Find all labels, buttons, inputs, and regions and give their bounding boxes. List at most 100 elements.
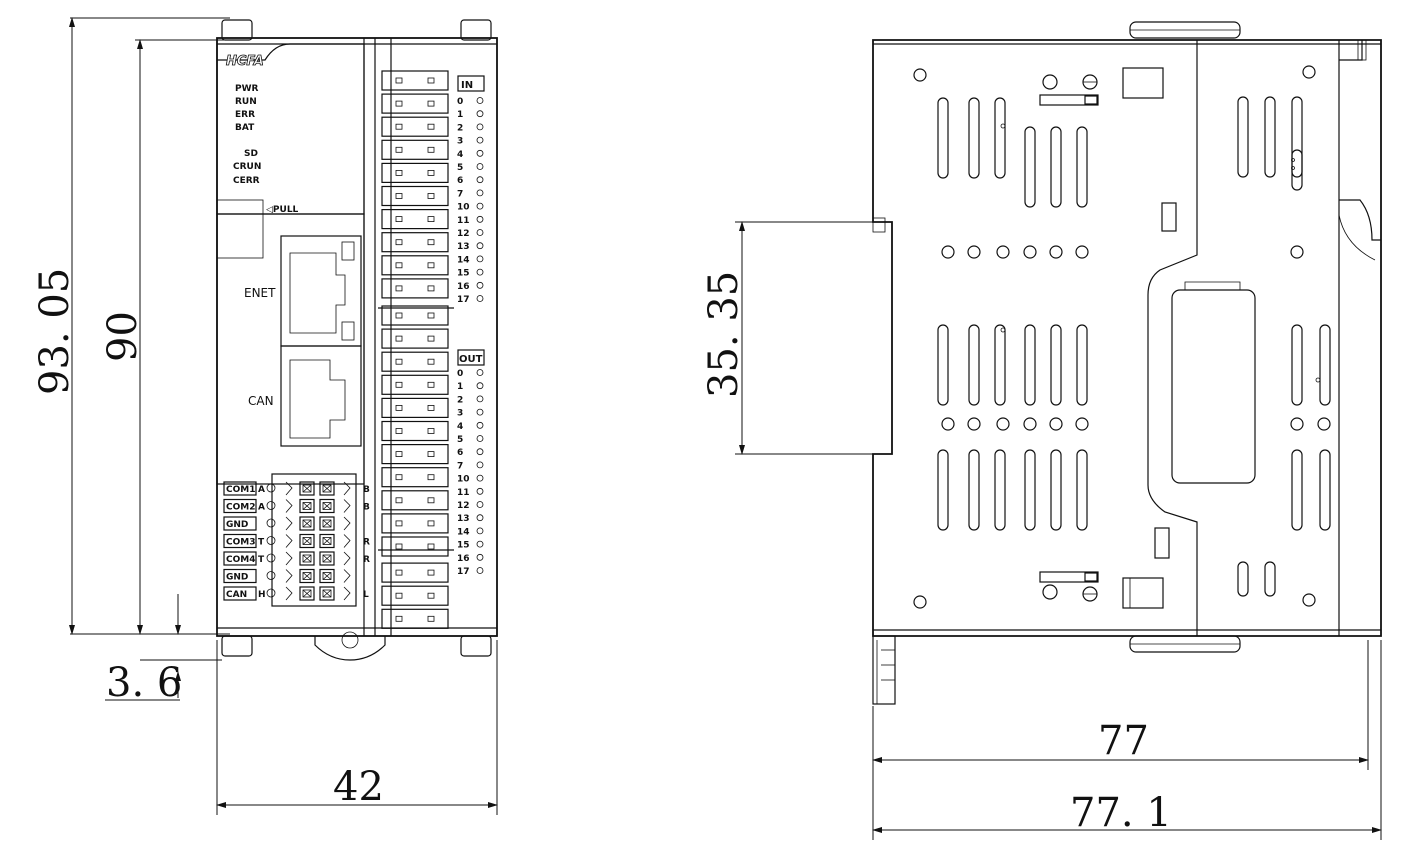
io-led <box>476 295 484 302</box>
terminal-suffix: T <box>258 538 265 548</box>
terminal-label-box <box>223 498 257 514</box>
io-terminal <box>381 490 449 511</box>
io-led <box>476 540 484 548</box>
io-led <box>476 123 484 131</box>
io-led <box>476 501 484 508</box>
io-led <box>476 369 484 376</box>
io-terminal <box>381 608 449 629</box>
io-led <box>476 268 484 276</box>
io-led <box>476 110 484 118</box>
io-led <box>476 421 484 429</box>
can-label: CAN <box>248 394 274 408</box>
io-terminal <box>381 420 449 442</box>
status-led-label: CERR <box>233 176 260 186</box>
io-led <box>476 487 484 495</box>
io-number: 13 <box>457 242 470 252</box>
io-number: 10 <box>457 203 470 213</box>
io-terminal <box>381 278 449 299</box>
io-number: 0 <box>457 97 463 107</box>
io-terminal <box>381 374 449 395</box>
dimension-body-height: 90 <box>100 311 146 362</box>
io-number: 16 <box>457 554 470 564</box>
terminal-label: COM4 <box>226 555 255 565</box>
io-number: 15 <box>457 541 470 551</box>
io-terminal <box>381 444 449 465</box>
io-terminal-column <box>378 70 454 629</box>
io-terminal <box>381 467 449 488</box>
terminal-right-label: B <box>363 485 370 495</box>
io-led <box>476 202 484 210</box>
terminal-label: GND <box>226 520 248 530</box>
io-led <box>476 215 484 223</box>
status-led-label: CRUN <box>233 162 261 172</box>
terminal-label-box <box>223 516 257 531</box>
terminal-right-label: R <box>363 538 370 548</box>
io-number: 15 <box>457 269 470 279</box>
terminal-suffix: A <box>258 485 265 495</box>
io-number: 2 <box>457 123 463 133</box>
io-terminal <box>381 397 449 418</box>
io-terminal <box>381 585 449 606</box>
io-led <box>476 553 484 561</box>
terminal-label: COM2 <box>226 503 255 513</box>
terminal-label: CAN <box>226 590 247 600</box>
terminal-label-box <box>223 586 257 601</box>
dimension-din-offset: 3. 6 <box>106 660 182 706</box>
terminal-label: COM1 <box>226 485 255 495</box>
io-led <box>476 149 484 157</box>
io-led <box>476 461 484 469</box>
status-led-label: RUN <box>235 97 257 107</box>
io-led <box>476 229 484 236</box>
side-view <box>872 21 1382 705</box>
io-number: 14 <box>457 255 470 265</box>
io-number: 6 <box>457 448 463 458</box>
io-terminal <box>381 162 449 183</box>
io-terminal <box>381 305 449 326</box>
io-led <box>476 527 484 535</box>
io-terminal <box>381 93 449 114</box>
io-terminal <box>381 536 449 557</box>
dimension-width: 42 <box>333 764 384 810</box>
io-led <box>476 474 484 482</box>
io-terminal <box>381 255 449 276</box>
terminal-label-box <box>223 568 257 584</box>
io-terminal <box>381 351 449 372</box>
dimension-rail-height: 35. 35 <box>701 271 747 398</box>
io-terminal <box>381 139 449 160</box>
io-led <box>476 136 484 144</box>
io-led <box>476 255 484 263</box>
terminal-label-box <box>223 481 257 496</box>
side-dimensions: 35. 35 77 77. 1 <box>701 221 1382 840</box>
terminal-label-box <box>223 533 257 549</box>
brand-logo: HCFA <box>226 54 264 69</box>
io-number: 0 <box>457 369 463 379</box>
io-led <box>476 163 484 170</box>
io-led <box>476 567 484 574</box>
io-terminal <box>381 185 449 207</box>
io-led <box>476 514 484 522</box>
terminal-label: GND <box>226 573 248 583</box>
status-led-label: BAT <box>235 123 255 133</box>
side-features <box>913 65 1331 609</box>
dimension-depth: 77 <box>1098 718 1149 764</box>
terminal-suffix: T <box>258 555 265 565</box>
terminal-label: COM3 <box>226 538 255 548</box>
io-number: 5 <box>457 163 463 173</box>
input-header: IN <box>461 80 473 91</box>
io-led <box>476 97 484 104</box>
front-dimensions: 93. 05 90 3. 6 42 <box>32 17 498 815</box>
io-terminal <box>381 232 449 253</box>
io-terminal <box>381 209 449 230</box>
io-number: 4 <box>457 150 463 160</box>
io-number: 5 <box>457 435 463 445</box>
io-led <box>476 435 484 442</box>
terminal-label-box <box>223 551 257 566</box>
io-number: 12 <box>457 501 470 511</box>
status-led-label: SD <box>244 149 258 159</box>
output-header: OUT <box>459 354 483 365</box>
io-led <box>476 382 484 390</box>
io-number: 2 <box>457 395 463 405</box>
dimension-overall-height: 93. 05 <box>32 268 78 395</box>
